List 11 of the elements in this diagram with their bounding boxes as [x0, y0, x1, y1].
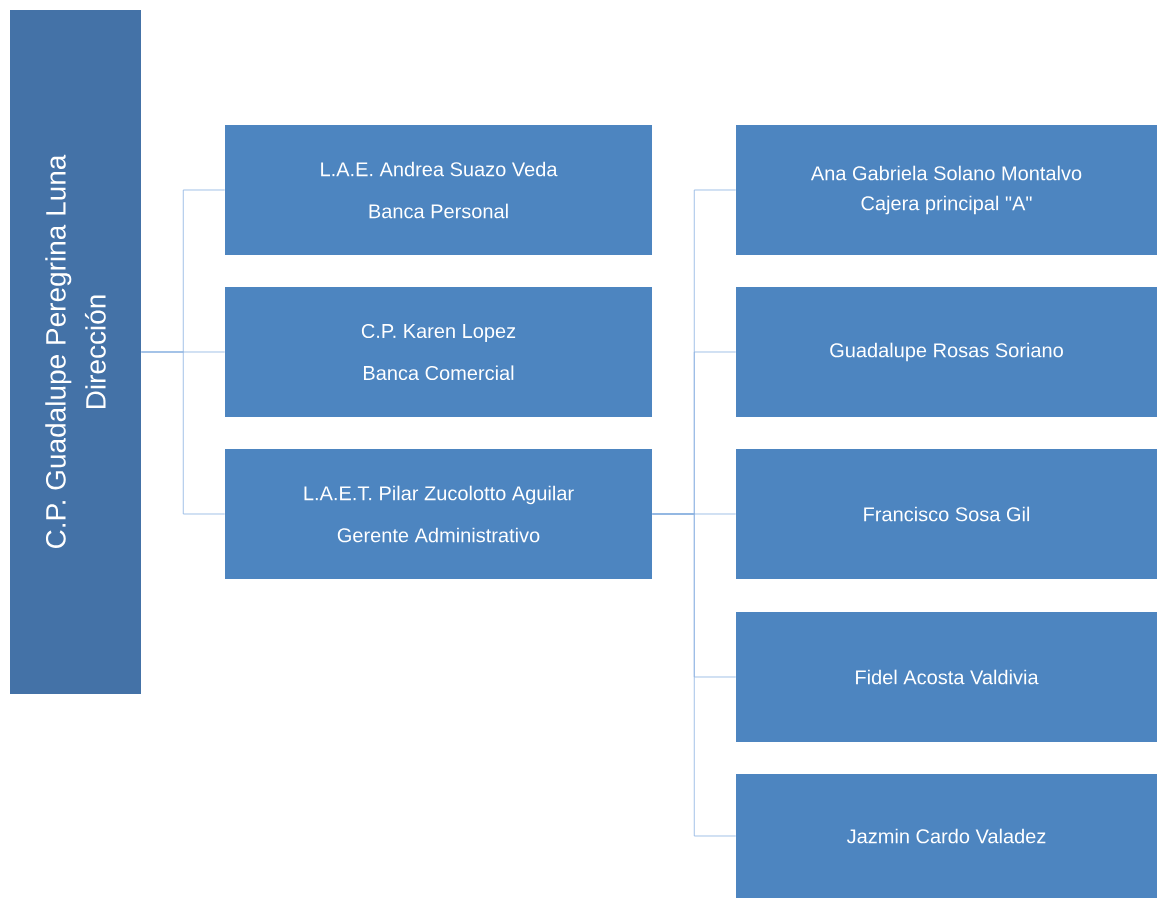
org-box: L.A.E. Andrea Suazo Veda Banca Personal — [225, 125, 652, 255]
org-box: Guadalupe Rosas Soriano — [736, 287, 1157, 417]
org-box: Jazmin Cardo Valadez — [736, 774, 1157, 898]
org-box: Ana Gabriela Solano Montalvo Cajera principal "A" — [736, 125, 1157, 255]
org-box: L.A.E.T. Pilar Zucolotto Aguilar Gerente Administrativo — [225, 449, 652, 579]
title-box: C.P. Guadalupe Peregrina Luna Dirección — [10, 10, 141, 694]
org-box: C.P. Karen Lopez Banca Comercial — [225, 287, 652, 417]
org-box: Fidel Acosta Valdivia — [736, 612, 1157, 742]
connector — [651, 513, 737, 837]
org-box: Francisco Sosa Gil — [736, 449, 1157, 579]
connector — [140, 351, 226, 515]
